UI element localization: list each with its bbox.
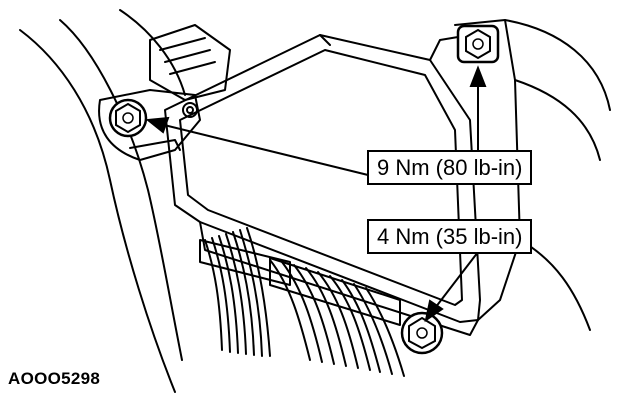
bolt-icon [456, 24, 500, 64]
module-housing [164, 34, 481, 323]
torque-callout-lower: 4 Nm (35 lb-in) [367, 219, 533, 254]
connector-block [149, 24, 231, 101]
figure-id-label: AOOO5298 [8, 369, 101, 388]
bolt-icon [108, 98, 148, 138]
body-panel-left [19, 29, 176, 393]
torque-callout-upper: 9 Nm (80 lb-in) [367, 150, 533, 185]
body-panel-left-inner [59, 19, 183, 361]
left-mounting-tab [98, 89, 201, 161]
wire-harness [204, 227, 405, 377]
leader-lower [431, 251, 479, 313]
bolt-icon [400, 311, 444, 355]
leader-upper-left [159, 123, 369, 176]
